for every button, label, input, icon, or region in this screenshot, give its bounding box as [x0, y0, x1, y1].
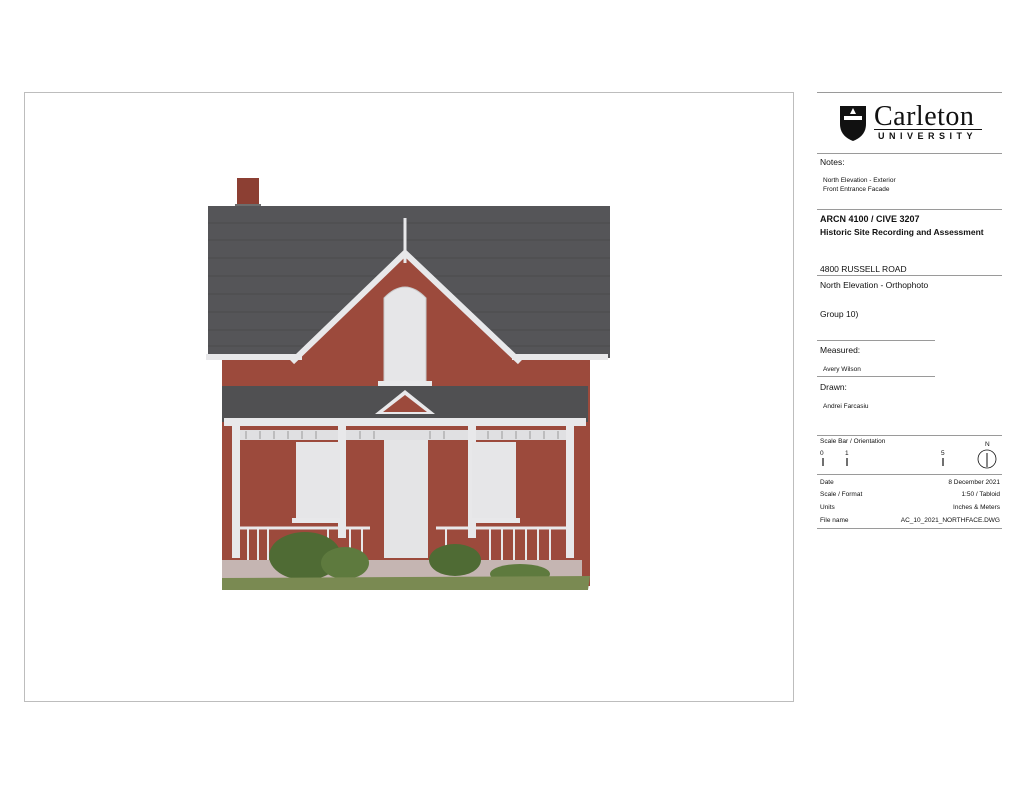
- logo-sub: UNIVERSITY: [878, 131, 978, 141]
- divider: [817, 209, 1002, 210]
- drawing-frame: [24, 92, 794, 702]
- info-value-file: AC_10_2021_NORTHFACE.DWG: [900, 517, 1000, 524]
- logo-name: Carleton: [874, 101, 975, 132]
- north-arrow-icon: [977, 449, 997, 469]
- notes-label: Notes:: [820, 157, 845, 167]
- group-label: Group 10): [820, 309, 859, 319]
- notes-line-2: Front Entrance Facade: [823, 186, 890, 193]
- scale-tick-5: 5: [941, 450, 945, 457]
- scale-bar-label: Scale Bar / Orientation: [820, 438, 886, 445]
- house-orthophoto: [206, 178, 610, 590]
- site-address: 4800 RUSSELL ROAD: [820, 264, 907, 274]
- carleton-shield-icon: [840, 106, 866, 141]
- north-label: N: [985, 441, 990, 448]
- info-key-date: Date: [820, 479, 834, 486]
- site-view: North Elevation - Orthophoto: [820, 280, 929, 290]
- divider: [817, 153, 1002, 154]
- divider: [817, 275, 1002, 276]
- info-key-units: Units: [820, 504, 835, 511]
- course-title: Historic Site Recording and Assessment: [820, 227, 984, 237]
- carleton-logo: Carleton UNIVERSITY: [838, 101, 982, 142]
- divider: [817, 528, 1002, 529]
- course-code: ARCN 4100 / CIVE 3207: [820, 214, 920, 224]
- title-block-rule: [817, 92, 1002, 93]
- divider: [817, 376, 935, 377]
- notes-line-1: North Elevation - Exterior: [823, 177, 896, 184]
- measured-label: Measured:: [820, 345, 861, 355]
- scale-tick-0: 0: [820, 450, 824, 457]
- divider: [817, 340, 935, 341]
- info-key-file: File name: [820, 517, 849, 524]
- divider: [817, 435, 1002, 436]
- drawn-label: Drawn:: [820, 382, 847, 392]
- scale-tick-1: 1: [845, 450, 849, 457]
- measured-name: Avery Wilson: [823, 366, 861, 373]
- scale-bar: [822, 458, 944, 466]
- info-value-units: Inches & Meters: [953, 504, 1000, 511]
- info-value-date: 8 December 2021: [948, 479, 1000, 486]
- divider: [817, 474, 1002, 475]
- info-key-scale: Scale / Format: [820, 491, 863, 498]
- drawn-name: Andrei Farcasiu: [823, 403, 869, 410]
- info-value-scale: 1:50 / Tabloid: [961, 491, 1000, 498]
